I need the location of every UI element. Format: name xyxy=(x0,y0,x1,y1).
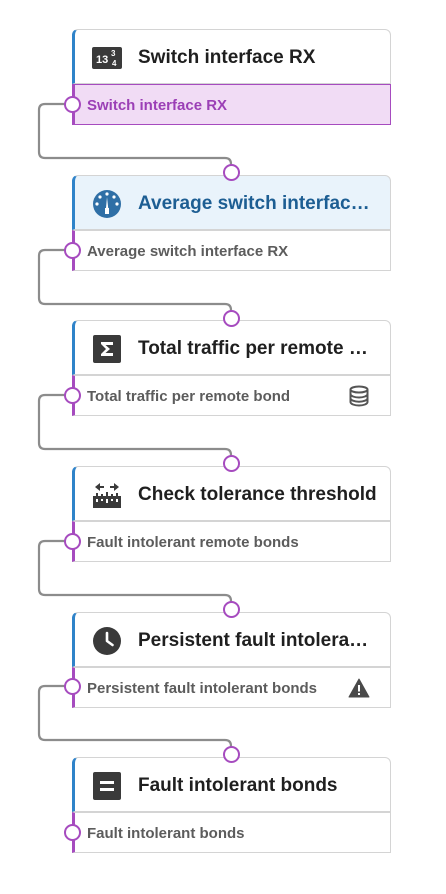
node-average-switch-interface[interactable]: Average switch interface … Average switc… xyxy=(72,175,391,271)
node-title: Check tolerance threshold xyxy=(138,484,377,505)
clock-icon xyxy=(92,626,122,656)
output-label: Fault intolerant remote bonds xyxy=(87,534,299,551)
node-check-tolerance[interactable]: Check tolerance threshold Fault intolera… xyxy=(72,466,391,562)
node-card[interactable]: Average switch interface … xyxy=(72,175,391,230)
node-card[interactable]: Total traffic per remote b… xyxy=(72,320,391,375)
node-title: Total traffic per remote b… xyxy=(138,338,378,359)
output-port[interactable] xyxy=(64,387,81,404)
output-port[interactable] xyxy=(64,533,81,550)
equals-icon xyxy=(92,771,122,801)
threshold-ruler-icon xyxy=(92,480,122,510)
node-title: Persistent fault intolerant… xyxy=(138,630,378,651)
node-card[interactable]: 13 3 4 Switch interface RX xyxy=(72,29,391,84)
node-output[interactable]: Switch interface RX xyxy=(72,84,391,125)
warning-icon xyxy=(348,677,370,699)
output-label: Fault intolerant bonds xyxy=(87,825,245,842)
gauge-icon xyxy=(92,189,122,219)
node-fault-intolerant-bonds[interactable]: Fault intolerant bonds Fault intolerant … xyxy=(72,757,391,853)
svg-text:4: 4 xyxy=(112,59,117,68)
input-port[interactable] xyxy=(223,455,240,472)
node-output[interactable]: Fault intolerant bonds xyxy=(72,812,391,853)
node-title: Switch interface RX xyxy=(138,47,316,68)
node-output[interactable]: Fault intolerant remote bonds xyxy=(72,521,391,562)
node-output[interactable]: Persistent fault intolerant bonds xyxy=(72,667,391,708)
svg-text:3: 3 xyxy=(111,49,116,58)
svg-text:13: 13 xyxy=(96,54,108,66)
sum-icon xyxy=(92,334,122,364)
input-port[interactable] xyxy=(223,601,240,618)
node-output[interactable]: Total traffic per remote bond xyxy=(72,375,391,416)
node-title: Fault intolerant bonds xyxy=(138,775,338,796)
output-label: Total traffic per remote bond xyxy=(87,388,291,405)
input-port[interactable] xyxy=(223,746,240,763)
input-port[interactable] xyxy=(223,310,240,327)
output-port[interactable] xyxy=(64,678,81,695)
output-port[interactable] xyxy=(64,96,81,113)
node-total-traffic[interactable]: Total traffic per remote b… Total traffi… xyxy=(72,320,391,416)
output-label: Persistent fault intolerant bonds xyxy=(87,680,318,697)
node-persistent-fault[interactable]: Persistent fault intolerant… Persistent … xyxy=(72,612,391,708)
database-icon xyxy=(348,385,370,407)
node-output[interactable]: Average switch interface RX xyxy=(72,230,391,271)
node-title: Average switch interface … xyxy=(138,193,378,214)
node-card[interactable]: Fault intolerant bonds xyxy=(72,757,391,812)
output-port[interactable] xyxy=(64,824,81,841)
node-switch-interface-rx[interactable]: 13 3 4 Switch interface RX Switch interf… xyxy=(72,29,391,125)
input-port[interactable] xyxy=(223,164,240,181)
node-card[interactable]: Check tolerance threshold xyxy=(72,466,391,521)
output-label: Switch interface RX xyxy=(87,97,228,114)
numeric-input-icon: 13 3 4 xyxy=(92,43,122,73)
output-label: Average switch interface RX xyxy=(87,243,289,260)
node-card[interactable]: Persistent fault intolerant… xyxy=(72,612,391,667)
output-port[interactable] xyxy=(64,242,81,259)
